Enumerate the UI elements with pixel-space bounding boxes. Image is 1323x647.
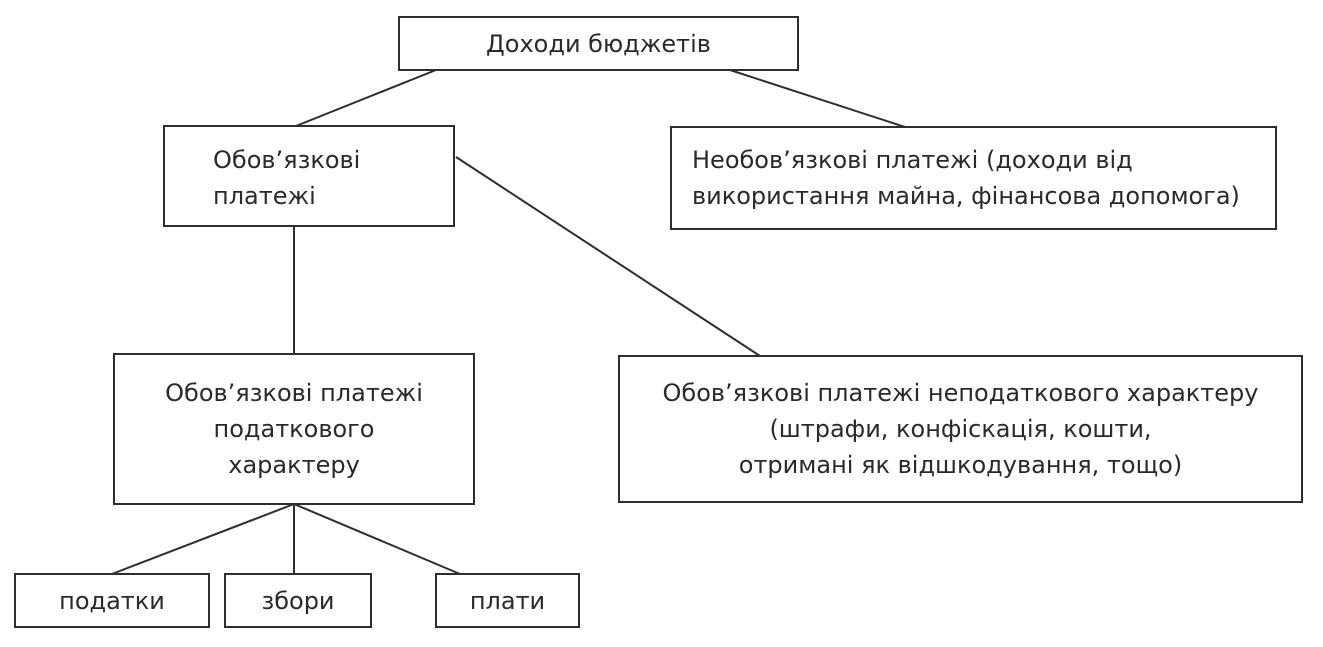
node-nontax-payments: Обов’язкові платежі неподаткового характ… bbox=[618, 355, 1303, 503]
connector-root-to-mandatory bbox=[295, 69, 437, 127]
node-taxes-label: податки bbox=[59, 586, 165, 615]
connector-tax-to-taxes bbox=[111, 503, 295, 575]
node-mandatory-payments-line-2: платежі bbox=[213, 182, 316, 210]
node-tax-payments-line-3: характеру bbox=[228, 451, 360, 479]
node-nontax-payments-line-1: Обов’язкові платежі неподаткового характ… bbox=[662, 379, 1259, 407]
node-voluntary-payments-line-1: Необов’язкові платежі (доходи від bbox=[692, 146, 1133, 174]
node-fees-label: збори bbox=[261, 586, 335, 615]
node-tax-payments-line-1: Обов’язкові платежі bbox=[165, 379, 423, 407]
node-voluntary-payments: Необов’язкові платежі (доходи від викори… bbox=[670, 126, 1277, 230]
connector-tax-to-charges bbox=[293, 503, 461, 575]
node-tax-payments: Обов’язкові платежі податкового характер… bbox=[113, 353, 475, 505]
node-fees: збори bbox=[224, 573, 372, 628]
node-charges-label: плати bbox=[469, 586, 546, 615]
node-voluntary-payments-line-2: використання майна, фінансова допомога) bbox=[692, 182, 1240, 210]
connector-root-to-voluntary bbox=[729, 69, 906, 128]
node-budget-revenues: Доходи бюджетів bbox=[398, 16, 799, 71]
node-mandatory-payments-line-1: Обов’язкові bbox=[213, 146, 361, 174]
connector-mandatory-to-nontax bbox=[455, 156, 761, 357]
node-charges: плати bbox=[435, 573, 580, 628]
node-mandatory-payments: Обов’язкові платежі bbox=[163, 125, 455, 227]
node-tax-payments-line-2: податкового bbox=[213, 415, 375, 443]
node-nontax-payments-line-3: отримані як відшкодування, тощо) bbox=[738, 451, 1183, 479]
node-taxes: податки bbox=[14, 573, 210, 628]
node-budget-revenues-label: Доходи бюджетів bbox=[486, 29, 711, 58]
node-nontax-payments-line-2: (штрафи, конфіскація, кошти, bbox=[769, 415, 1152, 443]
